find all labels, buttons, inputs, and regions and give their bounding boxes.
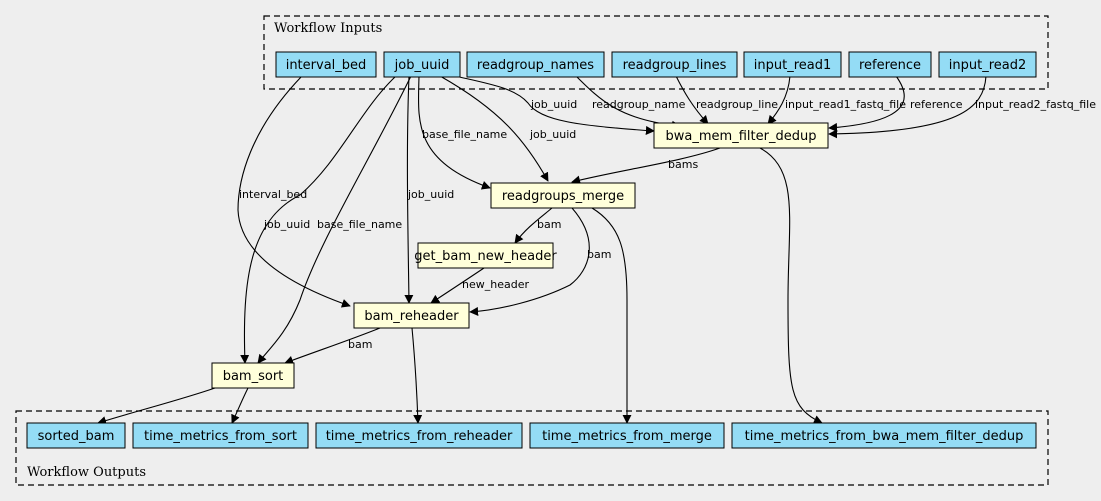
node-get-bam-new-header[interactable]: get_bam_new_header (414, 242, 557, 269)
edge-merge-to-get-header: bam (514, 207, 561, 244)
step-nodes: bwa_mem_filter_dedup readgroups_merge ge… (211, 122, 829, 389)
node-time-metrics-from-sort[interactable]: time_metrics_from_sort (132, 422, 309, 449)
node-label-time-metrics-from-merge: time_metrics_from_merge (542, 429, 712, 444)
node-input-read2[interactable]: input_read2 (938, 51, 1037, 78)
edges: job_uuid readgroup_name readgroup_line i… (97, 75, 1096, 425)
node-label-input-read2: input_read2 (949, 58, 1027, 73)
node-label-bam-sort: bam_sort (223, 369, 284, 384)
edge-interval-bed-to-reheader: interval_bed (237, 75, 351, 308)
node-label-bam-reheader: bam_reheader (364, 309, 459, 324)
node-label-time-metrics-from-sort: time_metrics_from_sort (144, 429, 297, 444)
node-label-readgroup-lines: readgroup_lines (623, 58, 727, 73)
edge-label-base-file-name-merge: base_file_name (422, 128, 507, 141)
edge-label-bam-to-header: bam (537, 218, 561, 231)
edge-label-job-uuid-merge: job_uuid (529, 128, 576, 141)
edge-get-header-to-reheader: new_header (430, 267, 529, 304)
node-label-interval-bed: interval_bed (286, 58, 367, 73)
edge-input-read2-to-bwa: input_read2_fastq_file (828, 75, 1096, 139)
node-label-readgroup-names: readgroup_names (477, 58, 594, 73)
node-time-metrics-from-reheader[interactable]: time_metrics_from_reheader (315, 422, 523, 449)
node-label-readgroups-merge: readgroups_merge (502, 189, 624, 204)
edge-label-reference: reference (910, 98, 963, 111)
workflow-outputs-cluster: Workflow Outputs (15, 410, 1049, 486)
edge-label-job-uuid-sort: job_uuid (263, 218, 310, 231)
node-label-input-read1: input_read1 (754, 58, 832, 73)
edge-label-job-uuid-reheader: job_uuid (407, 188, 454, 201)
edge-readgroup-names-to-bwa: readgroup_name (575, 75, 686, 130)
edge-job-uuid-to-merge: job_uuid (439, 75, 576, 182)
edge-readgroup-lines-to-bwa: readgroup_line (675, 75, 778, 125)
node-reference[interactable]: reference (848, 51, 932, 78)
edge-label-readgroup-line: readgroup_line (696, 98, 778, 111)
edge-label-job-uuid: job_uuid (530, 98, 577, 111)
node-input-read1[interactable]: input_read1 (743, 51, 842, 78)
edge-bwa-to-merge: bams (571, 147, 721, 185)
node-label-bwa-mem-filter-dedup: bwa_mem_filter_dedup (666, 129, 817, 144)
node-time-metrics-from-merge[interactable]: time_metrics_from_merge (529, 422, 725, 449)
node-label-get-bam-new-header: get_bam_new_header (414, 249, 557, 264)
edge-label-interval-bed: interval_bed (239, 188, 307, 201)
node-job-uuid[interactable]: job_uuid (383, 51, 461, 78)
edge-reheader-to-sort: bam (284, 327, 381, 365)
node-bam-reheader[interactable]: bam_reheader (353, 302, 470, 329)
edge-merge-to-reheader: bam (469, 207, 611, 316)
edge-bwa-to-time-metrics-bwa (759, 147, 823, 424)
node-bwa-mem-filter-dedup[interactable]: bwa_mem_filter_dedup (653, 122, 829, 149)
node-bam-sort[interactable]: bam_sort (211, 362, 295, 389)
workflow-inputs-cluster: Workflow Inputs (263, 15, 1049, 90)
edge-job-uuid-base-file-name-to-sort: base_file_name (257, 75, 412, 364)
node-label-time-metrics-from-reheader: time_metrics_from_reheader (326, 429, 513, 444)
output-nodes: sorted_bam time_metrics_from_sort time_m… (26, 422, 1037, 449)
node-time-metrics-from-bwa-mem-filter-dedup[interactable]: time_metrics_from_bwa_mem_filter_dedup (731, 422, 1037, 449)
node-label-time-metrics-from-bwa-mem-filter-dedup: time_metrics_from_bwa_mem_filter_dedup (745, 429, 1024, 444)
node-readgroup-lines[interactable]: readgroup_lines (611, 51, 738, 78)
edge-label-new-header: new_header (462, 278, 529, 291)
edge-merge-to-time-metrics-merge (591, 207, 632, 424)
node-readgroup-names[interactable]: readgroup_names (466, 51, 605, 78)
edge-label-base-file-name-sort: base_file_name (317, 218, 402, 231)
edge-job-uuid-to-reheader: job_uuid (404, 75, 454, 304)
edge-job-uuid-base-file-name-to-merge: base_file_name (417, 75, 507, 190)
node-sorted-bam[interactable]: sorted_bam (26, 422, 126, 449)
edge-label-bam-to-reheader: bam (587, 248, 611, 261)
edge-job-uuid-to-bwa: job_uuid (454, 75, 655, 135)
workflow-inputs-label: Workflow Inputs (274, 21, 382, 36)
node-label-sorted-bam: sorted_bam (38, 429, 115, 444)
edge-sort-to-time-metrics-sort (231, 387, 249, 424)
workflow-outputs-label: Workflow Outputs (27, 465, 146, 480)
edge-reference-to-bwa: reference (828, 75, 963, 132)
edge-label-input-read2-fastq-file: input_read2_fastq_file (975, 98, 1096, 111)
input-nodes: interval_bed job_uuid readgroup_names re… (275, 51, 1037, 78)
edge-label-bam-to-sort: bam (348, 338, 372, 351)
edge-job-uuid-to-sort: job_uuid (240, 75, 397, 364)
node-label-job-uuid: job_uuid (394, 58, 450, 73)
node-readgroups-merge[interactable]: readgroups_merge (490, 182, 636, 209)
edge-reheader-to-time-metrics-reheader (411, 327, 423, 424)
edge-sort-to-sorted-bam (97, 387, 216, 425)
node-interval-bed[interactable]: interval_bed (275, 51, 377, 78)
edge-label-readgroup-name: readgroup_name (592, 98, 686, 111)
node-label-reference: reference (859, 58, 921, 73)
edge-label-input-read1-fastq-file: input_read1_fastq_file (785, 98, 906, 111)
edge-label-bams: bams (668, 158, 698, 171)
edge-input-read1-to-bwa: input_read1_fastq_file (767, 75, 906, 125)
